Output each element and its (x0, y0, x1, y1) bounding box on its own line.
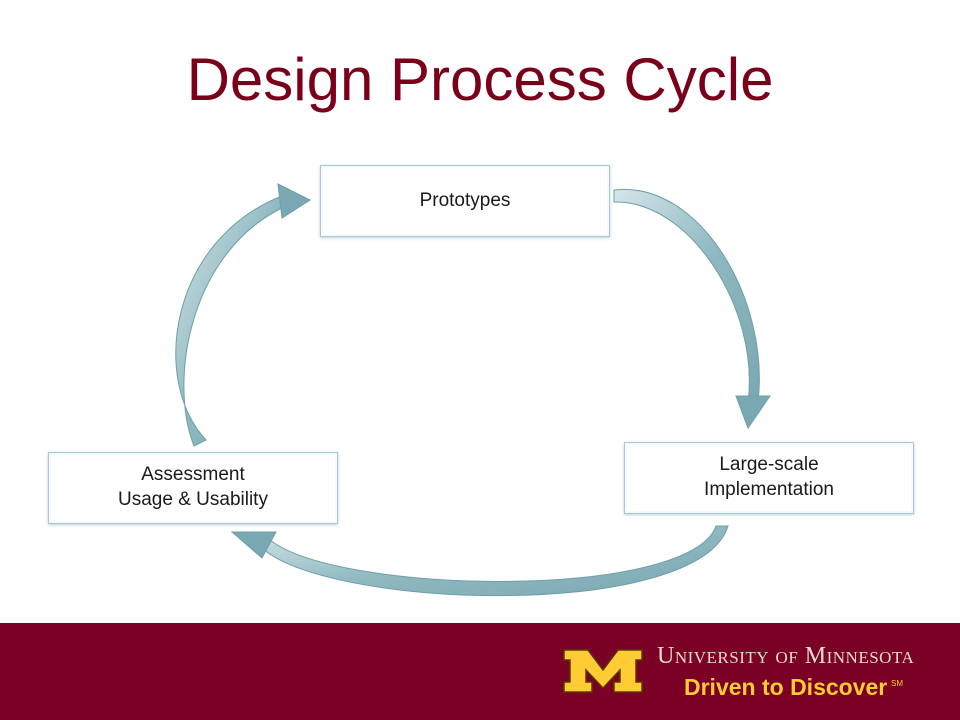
node-assessment-line-1: Assessment (141, 464, 245, 486)
node-assessment: Assessment Usage & Usability (48, 452, 338, 524)
node-assessment-label: Assessment Usage & Usability (118, 463, 268, 512)
arrow-prototypes-to-implementation (613, 188, 771, 430)
node-implementation-line-1: Large-scale (719, 454, 819, 476)
university-m-logo-icon (563, 649, 643, 693)
node-implementation-label: Large-scale Implementation (704, 453, 834, 502)
service-mark: SM (891, 679, 903, 688)
university-name: University of Minnesota (657, 643, 915, 669)
slide-title: Design Process Cycle (186, 46, 774, 113)
arrow-assessment-to-prototypes (175, 183, 312, 447)
node-large-scale-implementation: Large-scale Implementation (624, 442, 914, 514)
tagline: Driven to Discover (684, 674, 888, 700)
node-implementation-line-2: Implementation (704, 479, 834, 500)
arrow-implementation-to-assessment (230, 525, 729, 596)
node-prototypes-label: Prototypes (420, 189, 511, 214)
node-assessment-line-2: Usage & Usability (118, 489, 268, 510)
node-prototypes-line: Prototypes (419, 189, 511, 211)
node-prototypes: Prototypes (320, 165, 610, 237)
footer-bar (0, 623, 960, 720)
